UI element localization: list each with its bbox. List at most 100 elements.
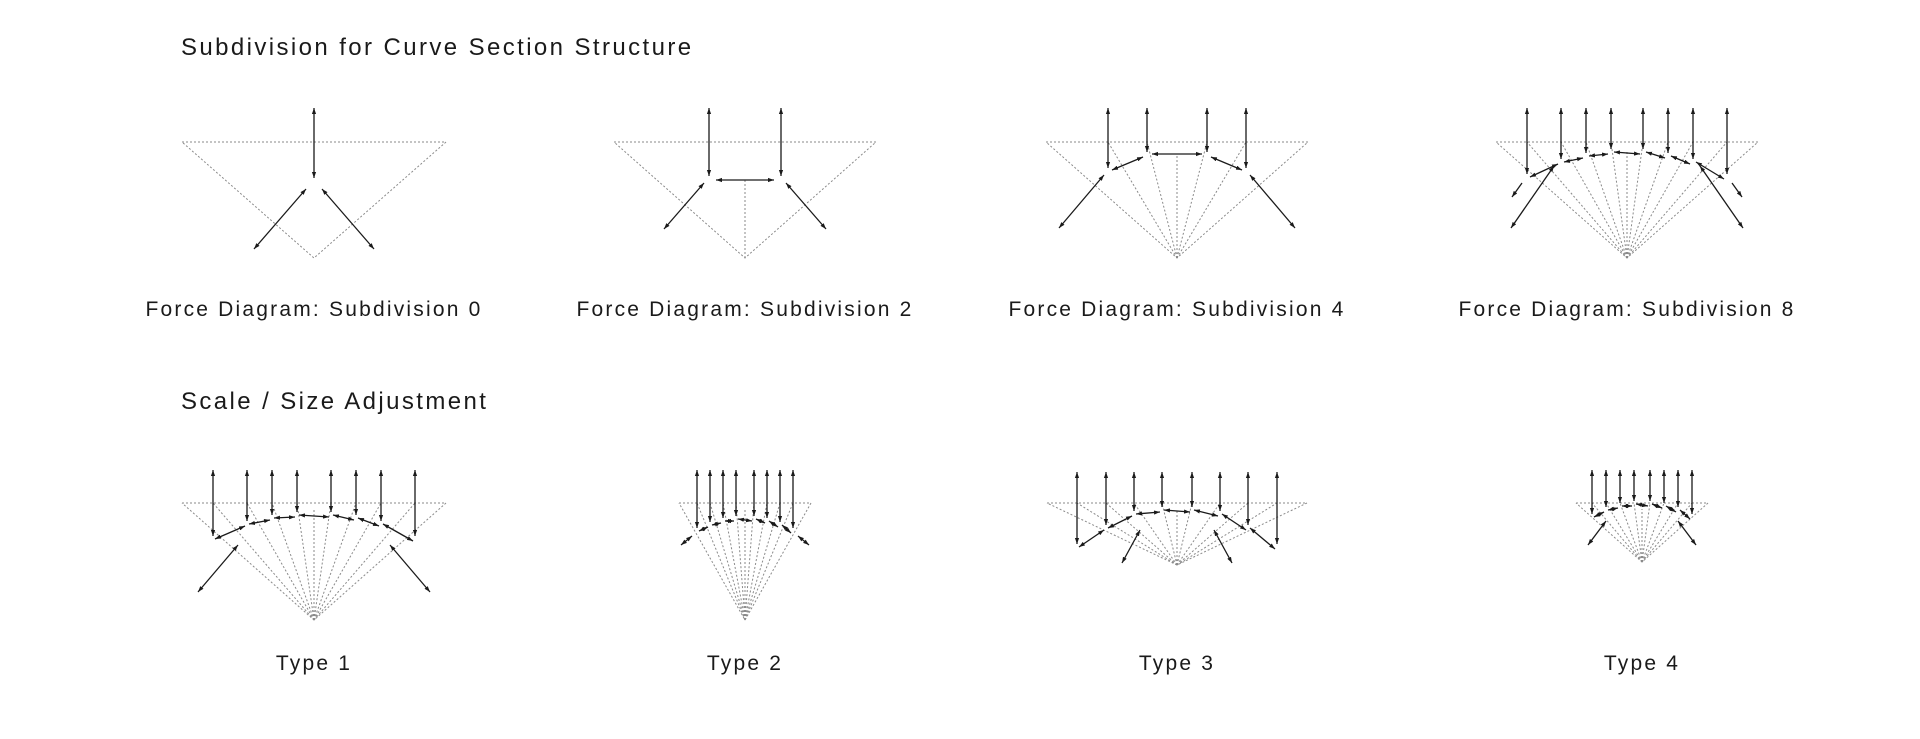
reaction-arrow [1213,529,1233,564]
reaction-arrow [389,544,431,593]
ray-line [1610,141,1628,259]
ray-line [1641,502,1651,563]
thrust-arrow [711,521,722,527]
ray-line [1526,141,1628,259]
thrust-arrow [1635,502,1649,508]
force-polygon-frame [181,502,448,621]
ray-line [313,502,382,621]
thrust-arrow [1679,509,1691,520]
caption-type-3: Type 3 [1138,652,1216,675]
thrust-arrow [1613,150,1641,156]
thrust-arrow [1695,161,1725,180]
thrust-arrow [781,524,792,534]
thrust-arrow [737,517,753,523]
caption-subdivision-2: Force Diagram: Subdivision 2 [576,298,914,321]
ray-line [1619,502,1643,563]
reaction-arrow [1121,529,1141,564]
caption-subdivision-8: Force Diagram: Subdivision 8 [1458,298,1796,321]
thrust-arrow [214,525,246,540]
ray-line [1641,502,1679,563]
thrust-arrow [1249,527,1276,550]
thrust-arrow [382,523,414,542]
thrust-arrow [1670,155,1691,165]
thrust-arrow [1210,156,1243,171]
reaction-arrow [253,188,307,250]
ray-line [735,502,746,621]
caption-subdivision-4: Force Diagram: Subdivision 4 [1008,298,1346,321]
ray-line [1641,502,1665,563]
ray-line [246,502,315,621]
ray-line [1161,502,1178,566]
reaction-arrow [197,544,239,593]
reaction-arrow [321,188,375,250]
ray-line [271,502,315,621]
scale-diagram-type-1 [181,470,448,621]
ray-line [1626,141,1669,259]
ray-line [296,502,315,621]
caption-type-4: Type 4 [1603,652,1681,675]
ray-line [1105,502,1178,566]
force-diagram-subdivision-8 [1495,108,1760,259]
ray-line [313,502,416,621]
caption-type-1: Type 1 [275,652,353,675]
reaction-arrow [1699,165,1744,229]
thrust-arrow [1645,151,1666,159]
force-diagram-subdivision-4 [1045,108,1310,259]
reaction-arrow [785,182,827,230]
thrust-arrow [1511,182,1523,198]
reaction-arrow [680,535,693,546]
ray-line [1176,502,1221,566]
section-title-scale: Scale / Size Adjustment [181,388,489,415]
thrust-arrow [298,513,330,519]
thrust-arrow [248,519,271,525]
reaction-arrow [663,182,705,230]
thrust-arrow [332,514,355,521]
ray-line [1591,502,1643,563]
section-title-subdivision: Subdivision for Curve Section Structure [181,34,694,61]
ray-line [1626,141,1728,259]
ray-line [1626,141,1644,259]
ray-line [1605,502,1643,563]
scale-diagrams [181,470,1710,622]
reaction-arrow [1587,520,1607,546]
subdivision-diagrams [181,108,1760,259]
thrust-arrow [1665,505,1677,513]
force-polygon-frame [1046,502,1308,566]
reaction-arrow [1510,165,1555,229]
ray-line [1585,141,1628,259]
scale-diagram-type-4 [1575,470,1710,563]
thrust-arrow [1163,508,1191,514]
thrust-arrow [1111,156,1144,171]
thrust-arrow [698,526,709,532]
ray-line [1146,141,1178,259]
ray-line [1076,502,1178,566]
scale-diagram-type-3 [1046,472,1308,566]
ray-line [1560,141,1628,259]
ray-line [313,502,332,621]
thrust-arrow [1107,515,1133,529]
reaction-arrow [797,535,810,546]
force-polygon-frame [678,502,812,622]
thrust-arrow [1135,510,1161,516]
ray-line [313,502,357,621]
thrust-arrow [1651,503,1663,509]
ray-line [696,502,746,621]
caption-type-2: Type 2 [706,652,784,675]
thrust-arrow [1588,152,1609,158]
force-polygon-frame [1045,141,1310,259]
thrust-arrow [1563,157,1584,163]
ray-line [744,502,794,621]
thrust-arrow [1078,529,1105,548]
ray-line [1176,141,1247,259]
thrust-arrow [1221,513,1247,531]
ray-line [1641,502,1693,563]
ray-line [212,502,315,621]
caption-subdivision-0: Force Diagram: Subdivision 0 [145,298,483,321]
force-diagram-subdivision-2 [613,108,878,259]
thrust-arrow [768,520,779,528]
ray-line [1176,141,1208,259]
thrust-arrow [273,515,296,520]
ray-line [1626,141,1694,259]
thrust-arrow [357,517,380,527]
